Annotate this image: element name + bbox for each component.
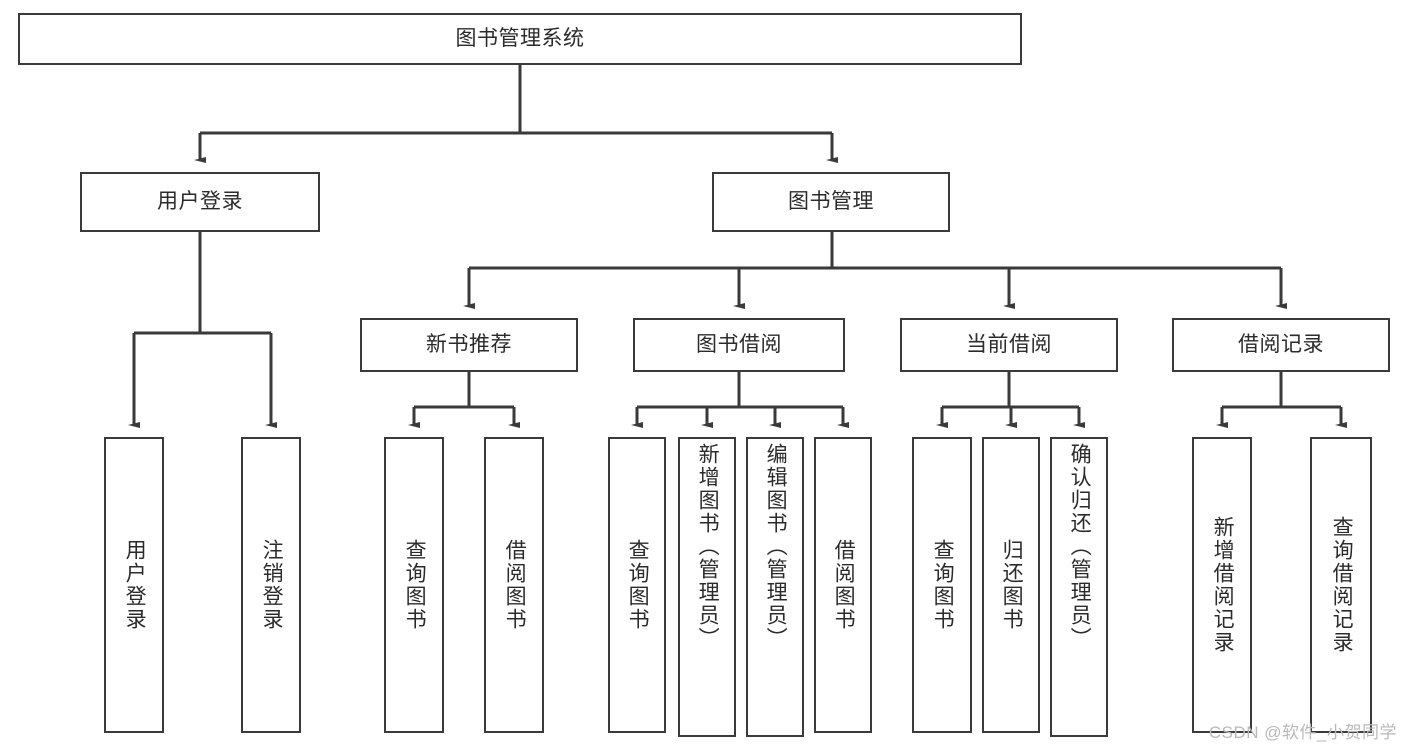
- leaf-logout[interactable]: 注销登录: [241, 437, 301, 733]
- leaf-query-borrow-record[interactable]: 查询借阅记录: [1310, 437, 1372, 733]
- node-book-management[interactable]: 图书管理: [712, 172, 950, 232]
- node-label: 查询图书: [626, 539, 650, 631]
- node-borrow-record[interactable]: 借阅记录: [1172, 318, 1390, 372]
- node-label: 借阅图书: [503, 539, 527, 631]
- node-label: 查询借阅记录: [1330, 516, 1354, 654]
- leaf-return-book[interactable]: 归还图书: [982, 437, 1040, 733]
- node-label: 当前借阅: [966, 333, 1052, 357]
- csdn-watermark: CSDN @软件_小贺同学: [1208, 723, 1397, 742]
- node-label: 新增图书（管理员）: [696, 443, 720, 650]
- leaf-borrow-book-2[interactable]: 借阅图书: [814, 437, 872, 733]
- node-root-book-management-system[interactable]: 图书管理系统: [18, 13, 1022, 65]
- leaf-user-login[interactable]: 用户登录: [104, 437, 164, 733]
- node-label: 编辑图书（管理员）: [764, 443, 788, 650]
- node-label: 注销登录: [260, 539, 284, 631]
- node-label: 新书推荐: [426, 333, 512, 357]
- node-book-borrow[interactable]: 图书借阅: [633, 318, 845, 372]
- leaf-confirm-return-admin[interactable]: 确认归还（管理员）: [1050, 437, 1108, 737]
- leaf-add-borrow-record[interactable]: 新增借阅记录: [1192, 437, 1252, 733]
- node-label: 新增借阅记录: [1211, 516, 1235, 654]
- node-label: 查询图书: [403, 539, 427, 631]
- leaf-query-book-2[interactable]: 查询图书: [608, 437, 666, 733]
- node-label: 归还图书: [1000, 539, 1024, 631]
- leaf-query-book-1[interactable]: 查询图书: [384, 437, 444, 733]
- node-label: 图书借阅: [696, 333, 782, 357]
- leaf-edit-book-admin[interactable]: 编辑图书（管理员）: [746, 437, 804, 737]
- leaf-add-book-admin[interactable]: 新增图书（管理员）: [678, 437, 736, 737]
- node-label: 用户登录: [157, 190, 243, 214]
- node-label: 借阅图书: [832, 539, 856, 631]
- leaf-borrow-book-1[interactable]: 借阅图书: [484, 437, 544, 733]
- node-label: 借阅记录: [1238, 333, 1324, 357]
- node-label: 图书管理: [788, 190, 874, 214]
- node-label: 确认归还（管理员）: [1068, 443, 1092, 650]
- node-user-login[interactable]: 用户登录: [80, 172, 320, 232]
- node-new-book-recommendation[interactable]: 新书推荐: [360, 318, 578, 372]
- node-label: 图书管理系统: [455, 27, 585, 51]
- node-current-borrow[interactable]: 当前借阅: [900, 318, 1118, 372]
- node-label: 用户登录: [123, 539, 147, 631]
- node-label: 查询图书: [931, 539, 955, 631]
- leaf-query-book-3[interactable]: 查询图书: [912, 437, 972, 733]
